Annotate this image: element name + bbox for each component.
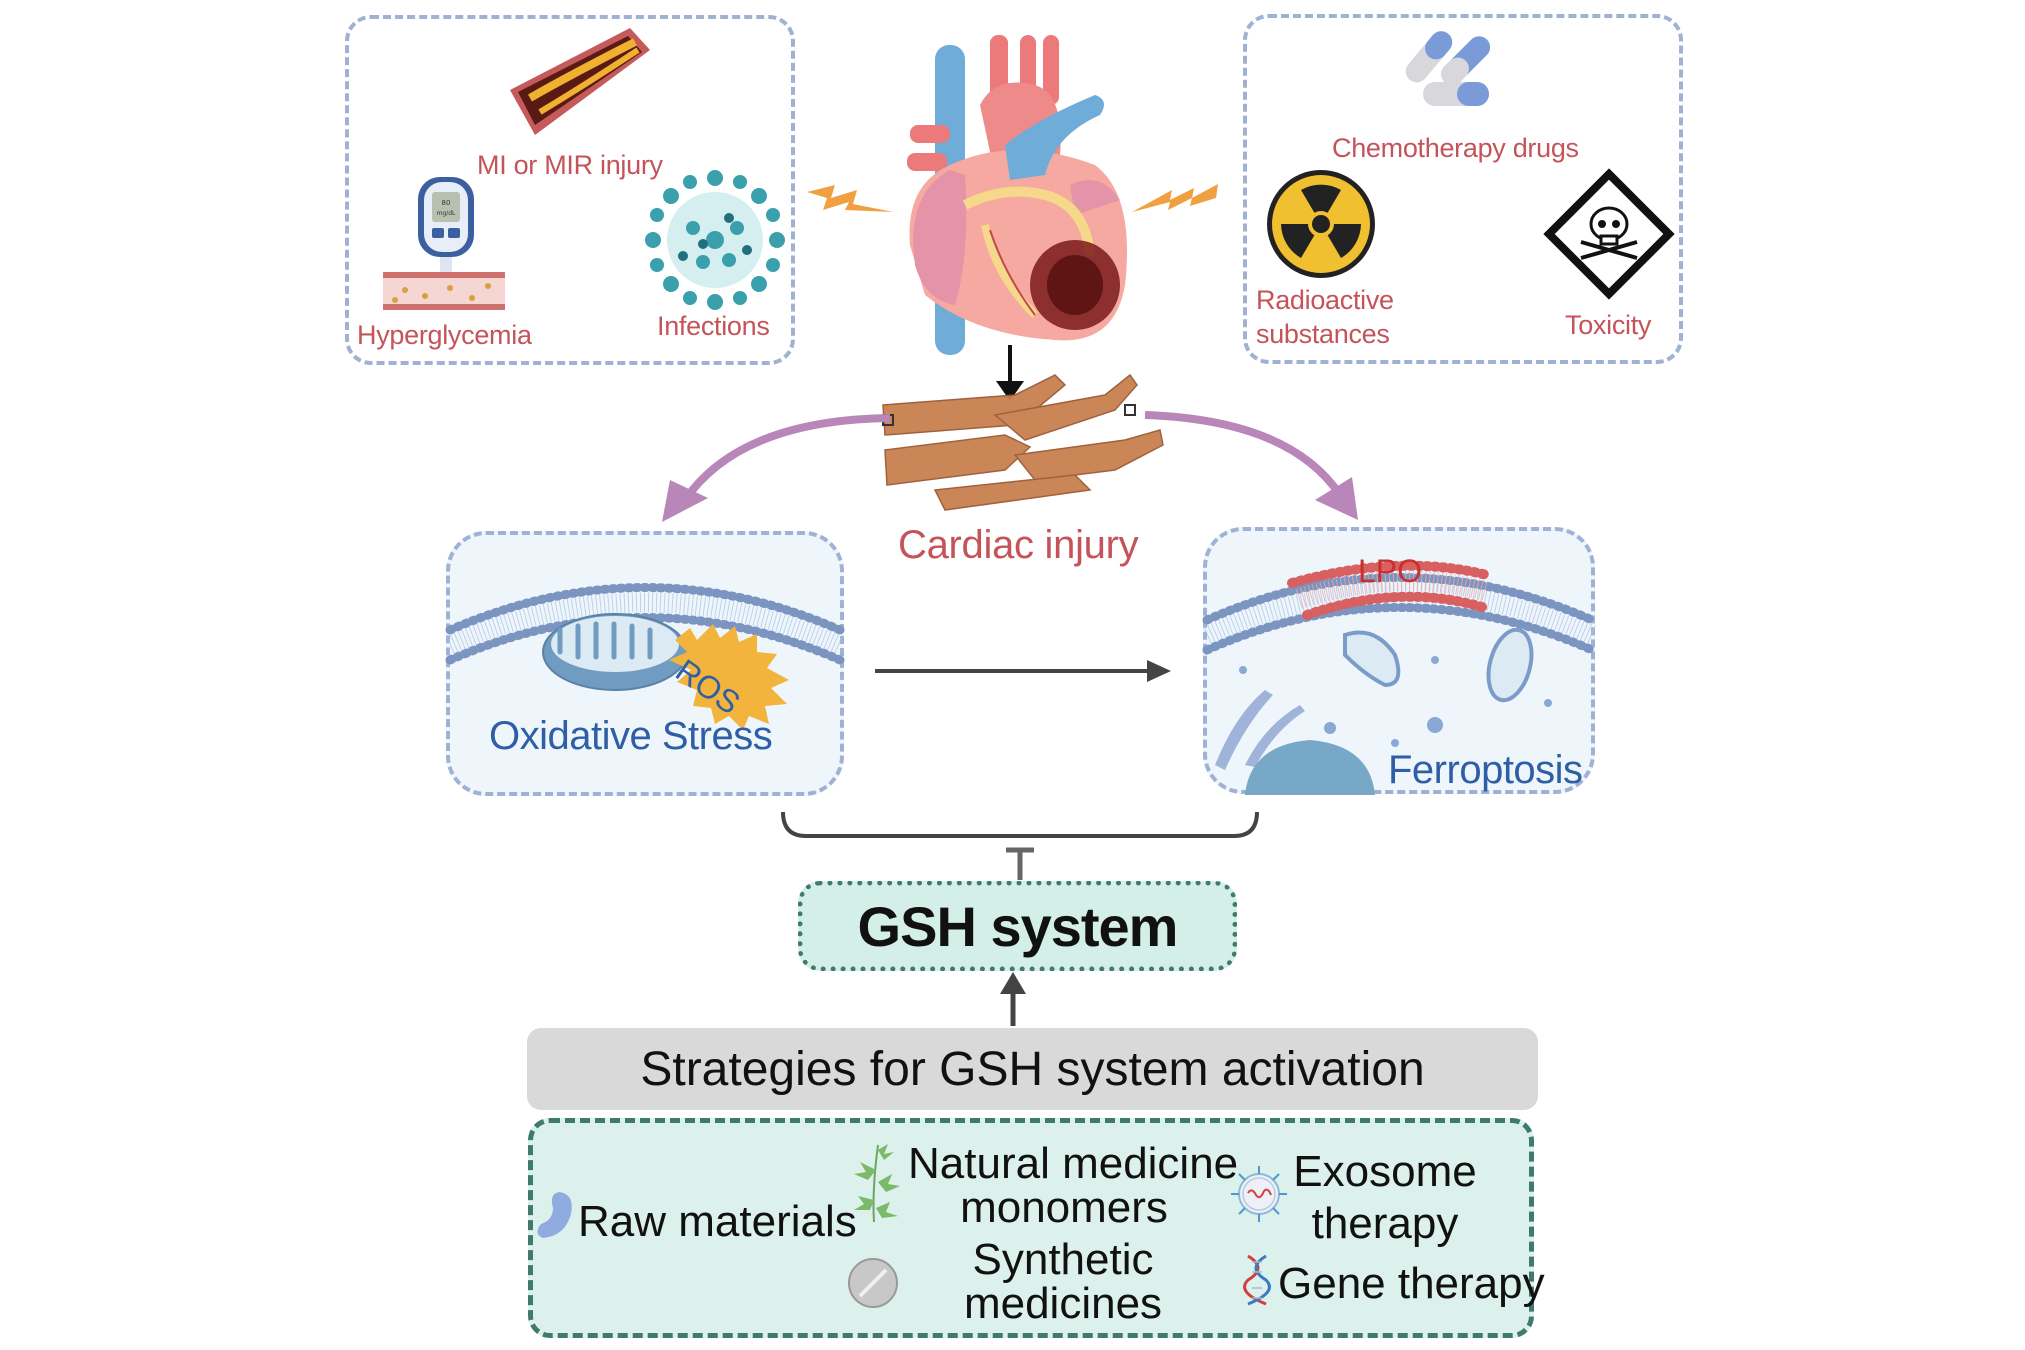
lightning-right-icon [1132,184,1218,212]
strategy-exosome-line2: therapy [1311,1199,1459,1248]
strategy-synthetic-line1: Synthetic [972,1235,1154,1284]
strategy-synthetic-line2: medicines [963,1279,1163,1328]
cardiomyocytes-icon [882,373,1164,511]
strategy-exosome-line1: Exosome [1293,1147,1477,1196]
strategy-synthetic-medicines: Synthetic medicines [908,1238,1218,1326]
strategies-box [528,1118,1534,1338]
bracket-mechanisms [781,811,1259,880]
cell-membrane-right [1202,560,1597,655]
label-lpo: LPO [1358,553,1423,589]
tablet-icon [848,1258,898,1308]
strategies-header: Strategies for GSH system activation [527,1028,1538,1110]
label-ferroptosis: Ferroptosis [1388,748,1583,792]
strategy-gene-therapy: Gene therapy [1278,1259,1545,1308]
glucometer-reading: 80 [442,199,451,207]
exosome-icon [1231,1166,1287,1222]
radioactive-icon [1267,170,1375,278]
label-hyperglycemia: Hyperglycemia [357,320,532,350]
label-mi-injury: MI or MIR injury [477,150,663,180]
gsh-system-box: GSH system [798,881,1237,971]
label-radioactive: Radioactive substances [1256,283,1394,351]
raw-materials-icon [537,1192,572,1238]
plant-icon [854,1144,900,1223]
gsh-system-title: GSH system [857,894,1179,958]
virus-icon [645,170,785,310]
artery-plaque-icon [510,28,650,135]
strategy-natural-line2: monomers [960,1183,1168,1232]
lightning-left-icon [807,185,893,212]
glucometer-icon: 80 mg/dL [383,177,505,310]
arrow-heart-to-cells [996,345,1024,401]
arrow-to-oxidative-stress [662,414,891,522]
label-radioactive-line1: Radioactive [1256,285,1394,315]
strategy-raw-materials: Raw materials [578,1197,857,1246]
label-toxicity: Toxicity [1565,310,1652,340]
strategy-natural-line1: Natural medicine [908,1139,1239,1188]
label-radioactive-line2: substances [1256,319,1390,349]
dna-icon [1243,1254,1271,1306]
glucometer-unit: mg/dL [437,210,456,217]
pills-icon [1405,31,1491,106]
arrow-to-ferroptosis [1144,411,1358,520]
label-oxidative-stress: Oxidative Stress [489,714,773,758]
mitochondrion-icon [542,613,688,691]
toxicity-skull-icon [1543,168,1675,300]
strategy-natural-medicine: Natural medicine monomers [908,1139,1239,1232]
strategies-header-text: Strategies for GSH system activation [640,1042,1425,1096]
heart-icon [907,35,1127,355]
ros-burst-icon [669,624,789,730]
label-cardiac-injury: Cardiac injury [898,523,1139,567]
ferroptosis-organelles-icon [1215,627,1552,795]
label-infections: Infections [657,311,770,341]
label-chemotherapy: Chemotherapy drugs [1332,133,1579,163]
causes-left-box [345,15,795,365]
causes-right-box [1243,14,1683,364]
arrow-strategies-to-gsh [1000,972,1026,1026]
strategy-exosome-therapy: Exosome therapy [1290,1150,1480,1246]
arrow-oxidative-to-ferroptosis [875,660,1171,682]
